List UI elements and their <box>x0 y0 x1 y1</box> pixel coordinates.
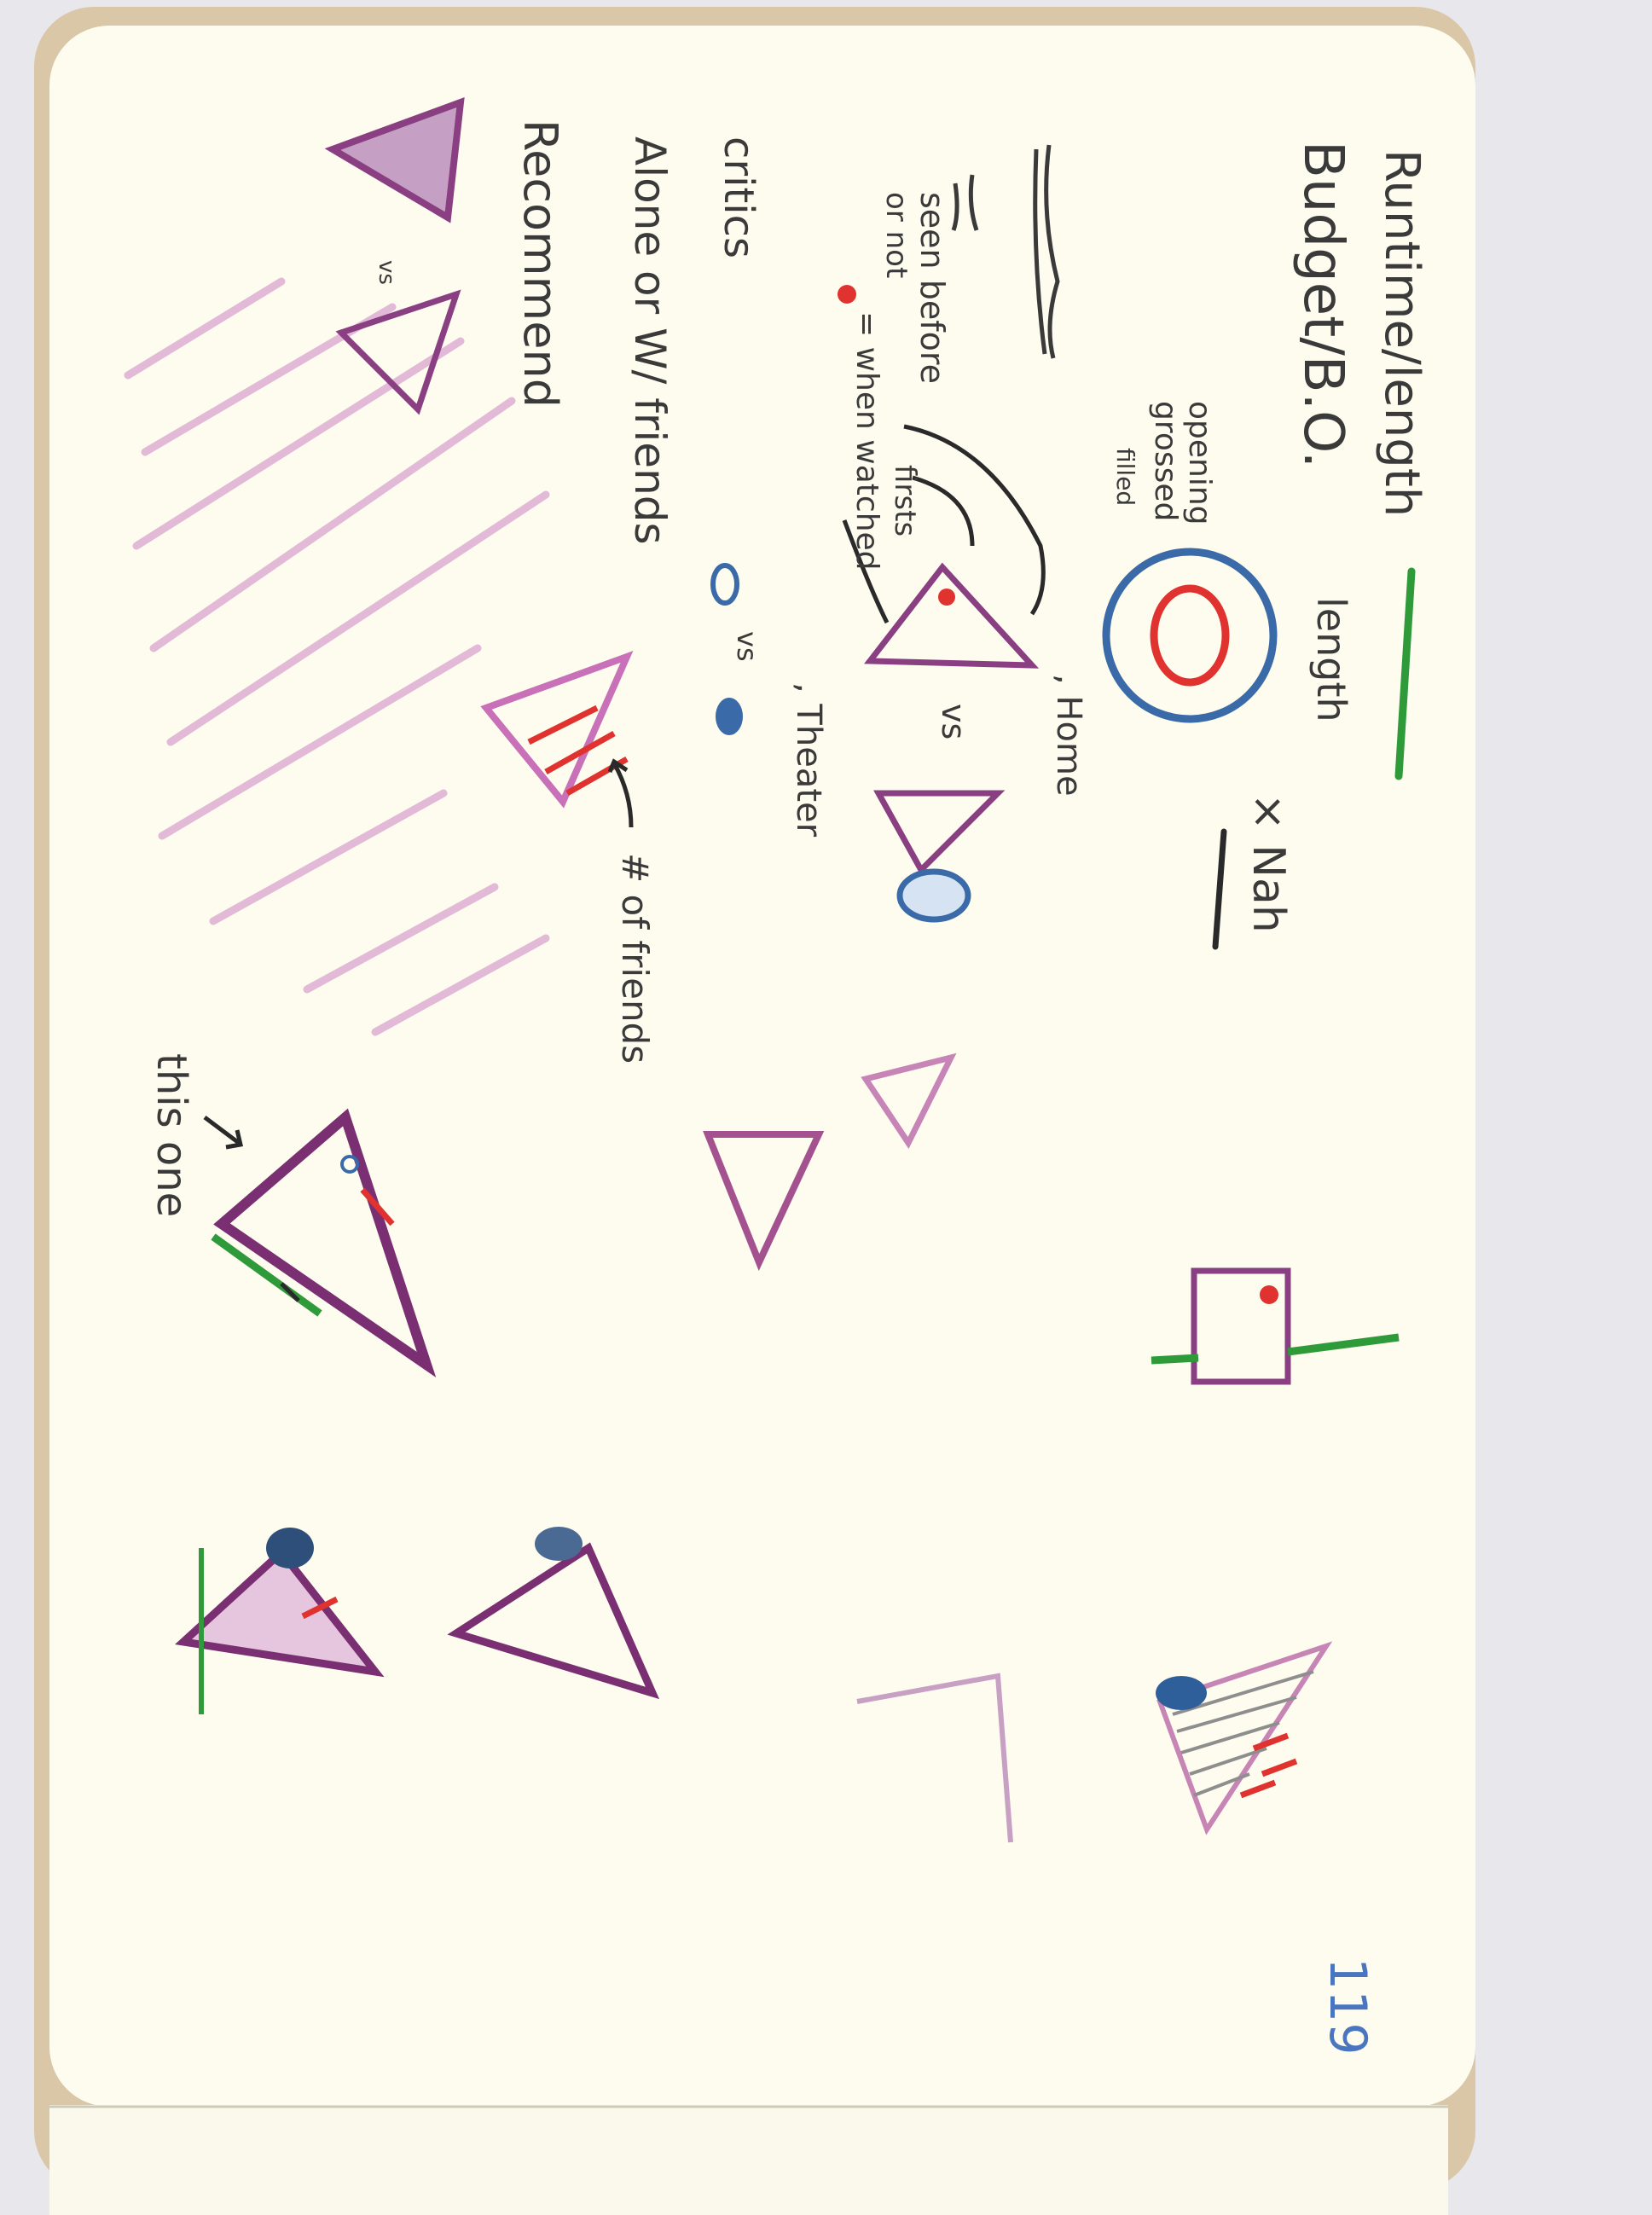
final-triangle-icon <box>211 1108 437 1378</box>
critic-drop-icon-filled <box>716 698 743 735</box>
label-theater: , Theater <box>789 682 828 838</box>
bottom-filled-triangle-icon <box>175 1528 385 1714</box>
nah-bar <box>1212 828 1227 950</box>
length-bar <box>1394 567 1416 780</box>
label-length: length <box>1308 597 1354 722</box>
critic-drop-icon-empty <box>710 563 739 606</box>
page-number: 119 <box>1318 1957 1377 2056</box>
label-grossed: grossed <box>1148 401 1183 521</box>
label-runtime-length: Runtime/length <box>1374 149 1429 517</box>
theater-triangle-icon <box>873 790 1006 923</box>
recommend-outline-triangle-icon <box>335 289 461 415</box>
small-triangle-icon-b <box>861 1052 957 1149</box>
corner-bracket <box>856 1673 1013 1843</box>
notebook-page <box>49 26 1475 2107</box>
scribbled-out-word <box>951 144 1060 359</box>
label-budget-bo: Budget/B.O. <box>1291 141 1354 468</box>
budget-target-icon <box>1102 548 1278 723</box>
label-num-of-friends: # of friends <box>614 853 656 1064</box>
label-opening: opening <box>1182 401 1217 525</box>
label-vs-1: vs <box>935 704 972 739</box>
small-triangle-icon-a <box>703 1131 825 1272</box>
label-this-one: this one <box>148 1053 195 1217</box>
label-recommend: Recommend <box>513 119 567 408</box>
label-vs-2: vs <box>731 631 763 662</box>
label-times-nah: × Nah <box>1243 793 1294 933</box>
label-critics: critics <box>715 136 762 258</box>
recommend-filled-triangle-icon <box>324 97 465 223</box>
label-home: , Home <box>1049 674 1088 797</box>
home-triangle-icon <box>864 562 1040 669</box>
label-seen-before: seen before <box>913 192 951 384</box>
label-or-not: or not <box>879 192 913 278</box>
label-when-watched: = when watched <box>849 311 884 571</box>
next-page-edge <box>49 2105 1448 2215</box>
striped-triangle-icon <box>1156 1641 1333 1835</box>
label-alone-or-with-friends: Alone or W/ friends <box>625 136 675 545</box>
label-firsts: firsts <box>888 465 922 536</box>
label-filled: filled <box>1111 448 1139 506</box>
red-dot-legend-icon <box>838 285 856 304</box>
bottom-outline-triangle-icon <box>447 1527 660 1700</box>
pink-hatching <box>124 277 550 1036</box>
square-icon <box>1151 1267 1400 1385</box>
label-vs-3: vs <box>374 260 399 285</box>
